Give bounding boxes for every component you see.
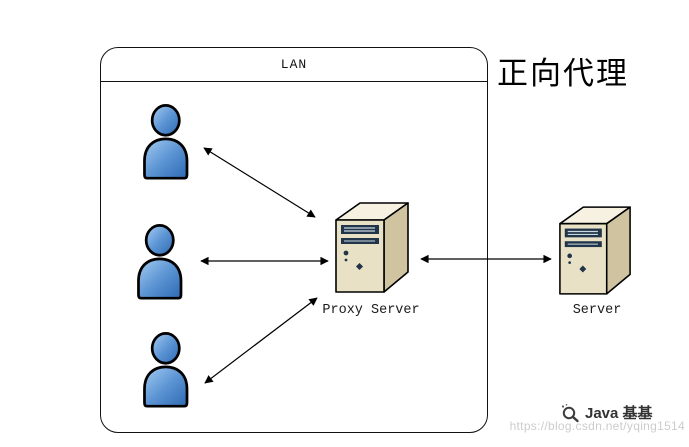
lan-header: LAN — [101, 48, 487, 82]
user-icon — [139, 332, 197, 408]
brand-watermark: Java 基基 — [560, 402, 653, 423]
user-icon — [139, 104, 197, 180]
server-label: Server — [572, 303, 622, 318]
lan-label: LAN — [280, 57, 308, 72]
proxy-server-label: Proxy Server — [322, 303, 420, 318]
user-icon — [133, 224, 191, 300]
brand-text: Java 基基 — [585, 405, 653, 422]
page-title: 正向代理 — [497, 56, 629, 92]
server-icon — [557, 204, 633, 296]
magnifier-icon — [561, 403, 579, 422]
watermark-url: https://blog.csdn.net/yqing1514 — [509, 419, 685, 433]
proxy-server-icon — [333, 200, 411, 294]
